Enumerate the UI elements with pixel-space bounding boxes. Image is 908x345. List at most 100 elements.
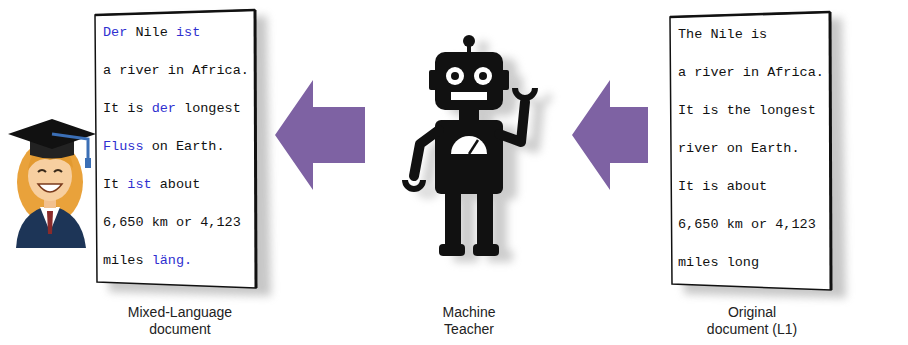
document-word: Nile bbox=[710, 27, 742, 42]
document-word: is bbox=[751, 27, 767, 42]
document-text: The Nile is a river in Africa. It is the… bbox=[678, 16, 824, 282]
student-suit bbox=[16, 205, 86, 248]
robot-part bbox=[501, 70, 509, 90]
flow-arrow bbox=[275, 80, 365, 190]
caption: Mixed-Language document bbox=[115, 304, 245, 338]
robot-part bbox=[405, 180, 423, 189]
document-word: river bbox=[694, 65, 735, 80]
document-word: the bbox=[727, 103, 751, 118]
student-eye bbox=[54, 170, 62, 172]
document-word: about bbox=[727, 179, 768, 194]
document-word: is bbox=[127, 101, 143, 116]
document-word: 4,123 bbox=[775, 217, 816, 232]
robot-part bbox=[445, 192, 461, 248]
document-word: Der bbox=[103, 25, 127, 40]
document-line: 6,650 km or 4,123 bbox=[103, 204, 249, 242]
document-word: a bbox=[103, 63, 111, 78]
robot-shadow bbox=[419, 41, 549, 262]
document-line: miles läng. bbox=[103, 242, 249, 280]
document-word: is bbox=[702, 103, 718, 118]
robot-part bbox=[473, 244, 499, 256]
document-word: Earth. bbox=[751, 141, 800, 156]
caption-holder: Mixed-Language document bbox=[115, 304, 245, 338]
student-figure bbox=[8, 119, 96, 248]
document-word: river bbox=[119, 63, 160, 78]
document-word: The bbox=[678, 27, 702, 42]
page-sheet bbox=[670, 12, 831, 290]
robot-part bbox=[451, 92, 487, 100]
document-word: a bbox=[678, 65, 686, 80]
robot-part bbox=[477, 41, 489, 53]
document-word: or bbox=[751, 217, 767, 232]
page-edge bbox=[255, 10, 256, 288]
document-line: 6,650 km or 4,123 bbox=[678, 206, 824, 244]
robot-part bbox=[435, 52, 503, 110]
page-sheet bbox=[95, 10, 256, 288]
robot-part bbox=[435, 120, 503, 194]
document-word: Nile bbox=[135, 25, 167, 40]
document-word: in bbox=[743, 65, 759, 80]
page-edge bbox=[670, 12, 830, 17]
document-line: river on Earth. bbox=[678, 130, 824, 168]
document-word: is bbox=[702, 179, 718, 194]
document-word: Africa. bbox=[192, 63, 249, 78]
robot-part bbox=[429, 70, 437, 90]
student-eye bbox=[38, 170, 46, 172]
document-word: Africa. bbox=[767, 65, 824, 80]
document-word: about bbox=[160, 177, 201, 192]
document-word: Earth. bbox=[176, 139, 225, 154]
document-line: It is der longest bbox=[103, 90, 249, 128]
document-line: It is the longest bbox=[678, 92, 824, 130]
page-edge bbox=[95, 10, 255, 15]
document-word: ist bbox=[176, 25, 200, 40]
document-word: in bbox=[168, 63, 184, 78]
document-word: ist bbox=[127, 177, 151, 192]
caption-holder: Original document (L1) bbox=[700, 304, 805, 338]
document-word: 4,123 bbox=[200, 215, 241, 230]
document-line: a river in Africa. bbox=[103, 52, 249, 90]
robot-part bbox=[446, 67, 464, 85]
document-word: river bbox=[678, 141, 719, 156]
robot-part bbox=[479, 72, 487, 80]
flow-arrow bbox=[572, 80, 648, 190]
robot-drawing bbox=[405, 30, 545, 280]
document-word: It bbox=[103, 177, 119, 192]
document-word: Fluss bbox=[103, 139, 144, 154]
tassel-end bbox=[85, 158, 91, 168]
document-word: on bbox=[152, 139, 168, 154]
document-line: Der Nile ist bbox=[103, 14, 249, 52]
document-word: km bbox=[152, 215, 168, 230]
tassel bbox=[52, 134, 88, 160]
machine-teacher-robot: Machine Teacher bbox=[405, 30, 545, 280]
document-word: long bbox=[727, 255, 759, 270]
robot-part bbox=[515, 88, 535, 98]
robot-body bbox=[405, 35, 535, 256]
robot-part bbox=[439, 244, 465, 256]
document-word: miles bbox=[678, 255, 719, 270]
document-word: longest bbox=[184, 101, 241, 116]
caption: Original document (L1) bbox=[700, 304, 805, 338]
original-document: The Nile is a river in Africa. It is the… bbox=[670, 12, 830, 290]
document-line: The Nile is bbox=[678, 16, 824, 54]
document-word: or bbox=[176, 215, 192, 230]
document-word: läng. bbox=[152, 253, 193, 268]
robot-part bbox=[469, 140, 478, 154]
mixed-language-document: Der Nile ist a river in Africa. It is de… bbox=[95, 10, 255, 288]
document-word: 6,650 bbox=[678, 217, 719, 232]
document-word: miles bbox=[103, 253, 144, 268]
document-line: Fluss on Earth. bbox=[103, 128, 249, 166]
document-word: It bbox=[678, 103, 694, 118]
document-word: 6,650 bbox=[103, 215, 144, 230]
document-word: km bbox=[727, 217, 743, 232]
document-word: longest bbox=[759, 103, 816, 118]
student-smile bbox=[38, 184, 62, 192]
document-line: It ist about bbox=[103, 166, 249, 204]
robot-part bbox=[499, 102, 525, 142]
robot-part bbox=[474, 67, 492, 85]
student-tie bbox=[47, 211, 53, 234]
document-word: It bbox=[103, 101, 119, 116]
page-edge bbox=[830, 12, 831, 290]
document-word: der bbox=[152, 101, 176, 116]
robot-part bbox=[414, 130, 439, 176]
caption: Machine Teacher bbox=[429, 304, 509, 338]
